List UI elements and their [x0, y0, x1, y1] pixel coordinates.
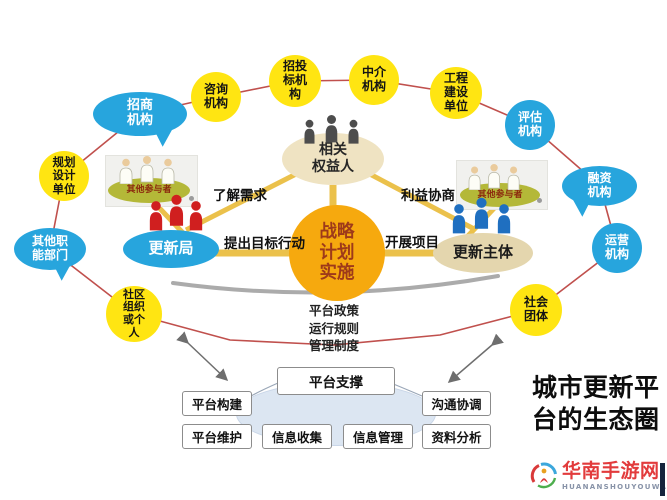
support-box-guanli: 信息管理 — [343, 424, 413, 449]
ring-node-pinggu: 评估机构 — [505, 100, 555, 150]
annotation-benefit-negotiation: 利益协商 — [401, 188, 455, 204]
people-blue-icon — [452, 197, 511, 234]
ring-node-zhongjie: 中介机构 — [349, 55, 399, 105]
strategy-circle: 战略计划实施 — [289, 205, 385, 301]
ring-node-guihua: 规划设计单位 — [39, 151, 89, 201]
ring-node-shequ: 社区组织或个人 — [106, 286, 162, 342]
ring-node-shehui: 社会团体 — [510, 284, 562, 336]
annotation-understand-needs: 了解需求 — [213, 188, 267, 204]
node-label: 招投标机构 — [282, 59, 307, 101]
ring-node-zhaotoubiao: 招投标机构 — [269, 55, 321, 107]
support-box-shouji: 信息收集 — [262, 424, 332, 449]
bureau-label: 更新局 — [148, 239, 194, 258]
people-white-right-icon — [468, 164, 520, 190]
participants-label: 其他参与者 — [126, 185, 172, 196]
people-white-left-icon — [119, 156, 175, 184]
ring-node-zhaoshang: 招商机构 — [93, 92, 187, 136]
node-label: 融资机构 — [587, 171, 612, 199]
ring-node-rongzi: 融资机构 — [562, 166, 637, 206]
renewal-subject-ellipse: 更新主体 — [433, 233, 533, 273]
policy-line: 平台政策 — [308, 303, 359, 318]
small-dot — [189, 196, 194, 201]
stakeholders-label: 相关 权益人 — [312, 142, 354, 175]
people-red-icon — [149, 194, 203, 231]
small-dot — [537, 198, 542, 203]
node-label: 社区组织或个人 — [123, 287, 145, 339]
support-box-ziliao: 资料分析 — [422, 424, 491, 449]
support-hub-box: 平台支撑 — [277, 367, 395, 395]
subject-label: 更新主体 — [452, 243, 513, 262]
strategy-label: 战略计划实施 — [319, 222, 355, 284]
node-label: 规划设计单位 — [52, 155, 76, 196]
logo-brand-text: 华南手游网 — [562, 459, 660, 482]
page-title: 城市更新平台的生态圈 — [532, 373, 660, 434]
support-box-weihu: 平台维护 — [182, 424, 252, 449]
node-label: 中介机构 — [361, 65, 386, 93]
ring-node-qitazhineng: 其他职能部门 — [14, 228, 86, 270]
platform-policy-lines: 平台政策 运行规则 管理制度 — [293, 302, 375, 355]
ring-node-gongcheng: 工程建设单位 — [430, 67, 482, 119]
support-box-goujian: 平台构建 — [182, 391, 252, 416]
logo-divider-bar — [660, 463, 665, 496]
logo-tagline-text: HUANANSHOUYOUWANG — [562, 482, 667, 491]
node-label: 其他职能部门 — [31, 234, 68, 262]
policy-line: 运行规则 — [308, 320, 359, 336]
node-label: 运营机构 — [604, 233, 629, 261]
node-label: 咨询机构 — [203, 82, 228, 110]
node-label: 评估机构 — [517, 110, 542, 138]
node-label: 招商机构 — [126, 98, 153, 128]
ring-node-yunying: 运营机构 — [592, 223, 642, 273]
people-gray-icon — [304, 115, 359, 144]
policy-line: 管理制度 — [308, 338, 359, 353]
node-label: 工程建设单位 — [443, 71, 468, 113]
annotation-propose-actions: 提出目标行动 — [224, 236, 305, 252]
stakeholders-ellipse: 相关 权益人 — [282, 133, 384, 185]
ring-node-zixun: 咨询机构 — [191, 72, 241, 122]
annotation-launch-projects: 开展项目 — [385, 235, 439, 251]
renewal-bureau-ellipse: 更新局 — [123, 230, 219, 268]
support-box-goutong: 沟通协调 — [422, 391, 491, 416]
orbit-ring — [49, 79, 618, 346]
logo-icon — [530, 462, 557, 489]
node-label: 社会团体 — [523, 295, 548, 323]
watermark-logo: 华南手游网 HUANANSHOUYOUWANG — [530, 461, 667, 491]
participants-label: 其他参与者 — [477, 189, 523, 200]
